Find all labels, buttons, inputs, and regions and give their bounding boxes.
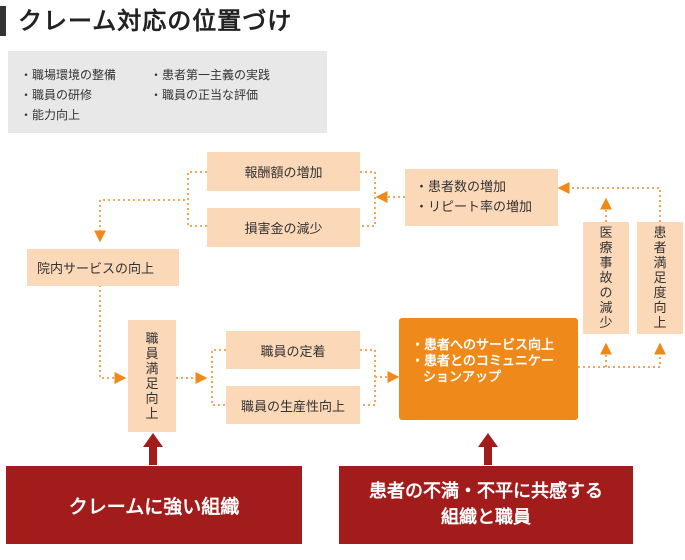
connector-satisfaction-to-patients	[557, 182, 661, 222]
loss-decrease-box: 損害金の減少	[207, 208, 360, 247]
page-title: クレーム対応の位置づけ	[18, 7, 293, 35]
connector-loss-bracket	[187, 200, 207, 227]
patients-increase-text: ・患者数の増加	[415, 179, 507, 195]
patient-satisfaction-char: 上	[653, 316, 667, 331]
summary-item: ・職員の研修	[20, 88, 93, 102]
accident-decrease-char: 故	[599, 271, 613, 286]
reward-increase-box: 報酬額の増加	[207, 152, 360, 191]
empathetic-org-line2: 組織と職員	[441, 507, 531, 528]
staff-satisfaction-char: 満	[145, 362, 159, 377]
patient-comm-text-cont: ションアップ	[423, 370, 502, 385]
accident-decrease-char: 事	[599, 256, 613, 271]
empathetic-org-line1: 患者の不満・不平に共感する	[369, 481, 603, 502]
accident-decrease-char: 減	[599, 301, 613, 316]
staff-satisfaction-box: 職 員 満 足 向 上	[128, 320, 176, 432]
patient-satisfaction-char: 向	[653, 301, 667, 316]
staff-satisfaction-char: 向	[145, 392, 159, 407]
accident-decrease-char: 少	[599, 316, 613, 331]
patient-comm-text: ・患者とのコミュニケー	[411, 354, 554, 369]
connector-service-to-staff	[99, 285, 127, 384]
patient-satisfaction-char: 度	[653, 286, 667, 301]
summary-item: ・能力向上	[20, 108, 81, 122]
staff-satisfaction-char: 上	[145, 407, 159, 422]
summary-item: ・患者第一主義の実践	[150, 68, 271, 82]
accident-decrease-char: 療	[599, 241, 613, 256]
repeat-increase-text: ・リピート率の増加	[415, 199, 533, 215]
staff-satisfaction-char: 員	[145, 347, 159, 362]
summary-panel: ・職場環境の整備 ・職員の研修 ・能力向上 ・患者第一主義の実践 ・職員の正当な…	[8, 51, 327, 133]
patient-satisfaction-char: 者	[653, 241, 667, 256]
patient-satisfaction-char: 満	[653, 256, 667, 271]
accident-decrease-char: の	[599, 286, 613, 301]
patient-satisfaction-char: 足	[653, 271, 667, 286]
hospital-service-box: 院内サービスの向上	[27, 249, 179, 286]
patients-increase-box: ・患者数の増加 ・リピート率の増加	[405, 169, 558, 226]
connector-patients-bracket	[360, 171, 376, 227]
patient-satisfaction-char: 患	[653, 226, 667, 241]
connector-outcomes-to-orange	[360, 349, 376, 406]
staff-retention-box: 職員の定着	[226, 331, 360, 369]
staff-productivity-box: 職員の生産性向上	[226, 386, 360, 424]
connector-revenue-to-service	[94, 171, 207, 243]
summary-item: ・職員の正当な評価	[150, 88, 259, 102]
empathetic-org-box: 患者の不満・不平に共感する 組織と職員	[339, 466, 633, 544]
patient-service-text: ・患者へのサービス向上	[411, 338, 555, 353]
up-arrow-right	[478, 433, 498, 465]
title-accent-bar	[0, 6, 6, 36]
summary-item: ・職場環境の整備	[20, 68, 117, 82]
connector-outcomes-left-bracket	[211, 349, 226, 406]
connector-orange-to-right	[578, 342, 666, 368]
up-arrow-left	[143, 433, 163, 465]
patient-service-box: ・患者へのサービス向上 ・患者とのコミュニケー ションアップ	[399, 318, 578, 420]
accident-decrease-char: 医	[599, 226, 613, 241]
staff-satisfaction-char: 職	[145, 332, 159, 347]
staff-satisfaction-char: 足	[145, 377, 159, 392]
patient-satisfaction-box: 患 者 満 足 度 向 上	[637, 222, 683, 334]
accident-decrease-box: 医 療 事 故 の 減 少	[583, 222, 629, 334]
claim-resilient-org-box: クレームに強い組織	[6, 466, 302, 544]
